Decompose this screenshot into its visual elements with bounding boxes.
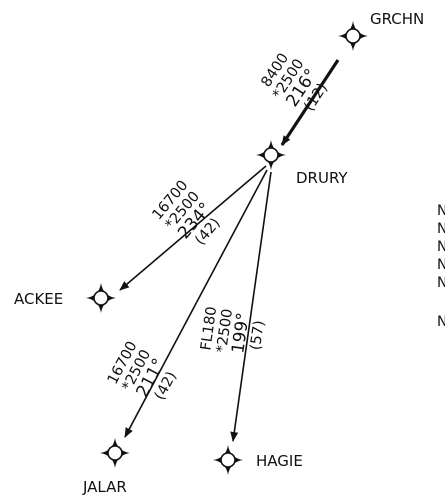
fix-label-ackee: ACKEE xyxy=(14,290,63,308)
margin-mark: N xyxy=(437,203,445,219)
margin-mark: N xyxy=(437,257,445,273)
fix-label-hagie: HAGIE xyxy=(256,452,303,470)
right-margin-marks: N N N N N N xyxy=(437,203,445,330)
margin-mark: N xyxy=(437,221,445,237)
fix-label-jalar: JALAR xyxy=(82,478,127,496)
margin-mark: N xyxy=(437,275,445,291)
fix-drury[interactable]: DRURY xyxy=(255,139,348,187)
leg-line-grchn-drury xyxy=(280,59,340,146)
fix-grchn[interactable]: GRCHN xyxy=(337,10,424,52)
margin-mark: N xyxy=(437,314,445,330)
leg-line-drury-hagie xyxy=(230,171,272,442)
margin-mark: N xyxy=(437,239,445,255)
waypoint-star-icon xyxy=(99,437,131,469)
route-legs xyxy=(119,59,340,442)
leg-line-drury-ackee xyxy=(119,165,267,291)
fix-label-grchn: GRCHN xyxy=(370,10,424,28)
leg-moca: *2500 xyxy=(214,308,236,354)
leg-distance: (57) xyxy=(248,320,268,352)
leg-annotation-drury-ackee: 16700 *2500 234° (42) xyxy=(150,178,224,249)
waypoint-star-icon xyxy=(337,20,369,52)
fix-hagie[interactable]: HAGIE xyxy=(212,444,303,476)
leg-line-drury-jalar xyxy=(124,169,268,438)
leg-mea: FL180 xyxy=(198,306,220,352)
waypoint-star-icon xyxy=(85,282,117,314)
fix-ackee[interactable]: ACKEE xyxy=(14,282,117,314)
leg-annotation-drury-hagie: FL180 *2500 199° (57) xyxy=(198,306,268,355)
waypoint-star-icon xyxy=(212,444,244,476)
fix-jalar[interactable]: JALAR xyxy=(82,437,131,496)
fix-label-drury: DRURY xyxy=(296,169,348,187)
